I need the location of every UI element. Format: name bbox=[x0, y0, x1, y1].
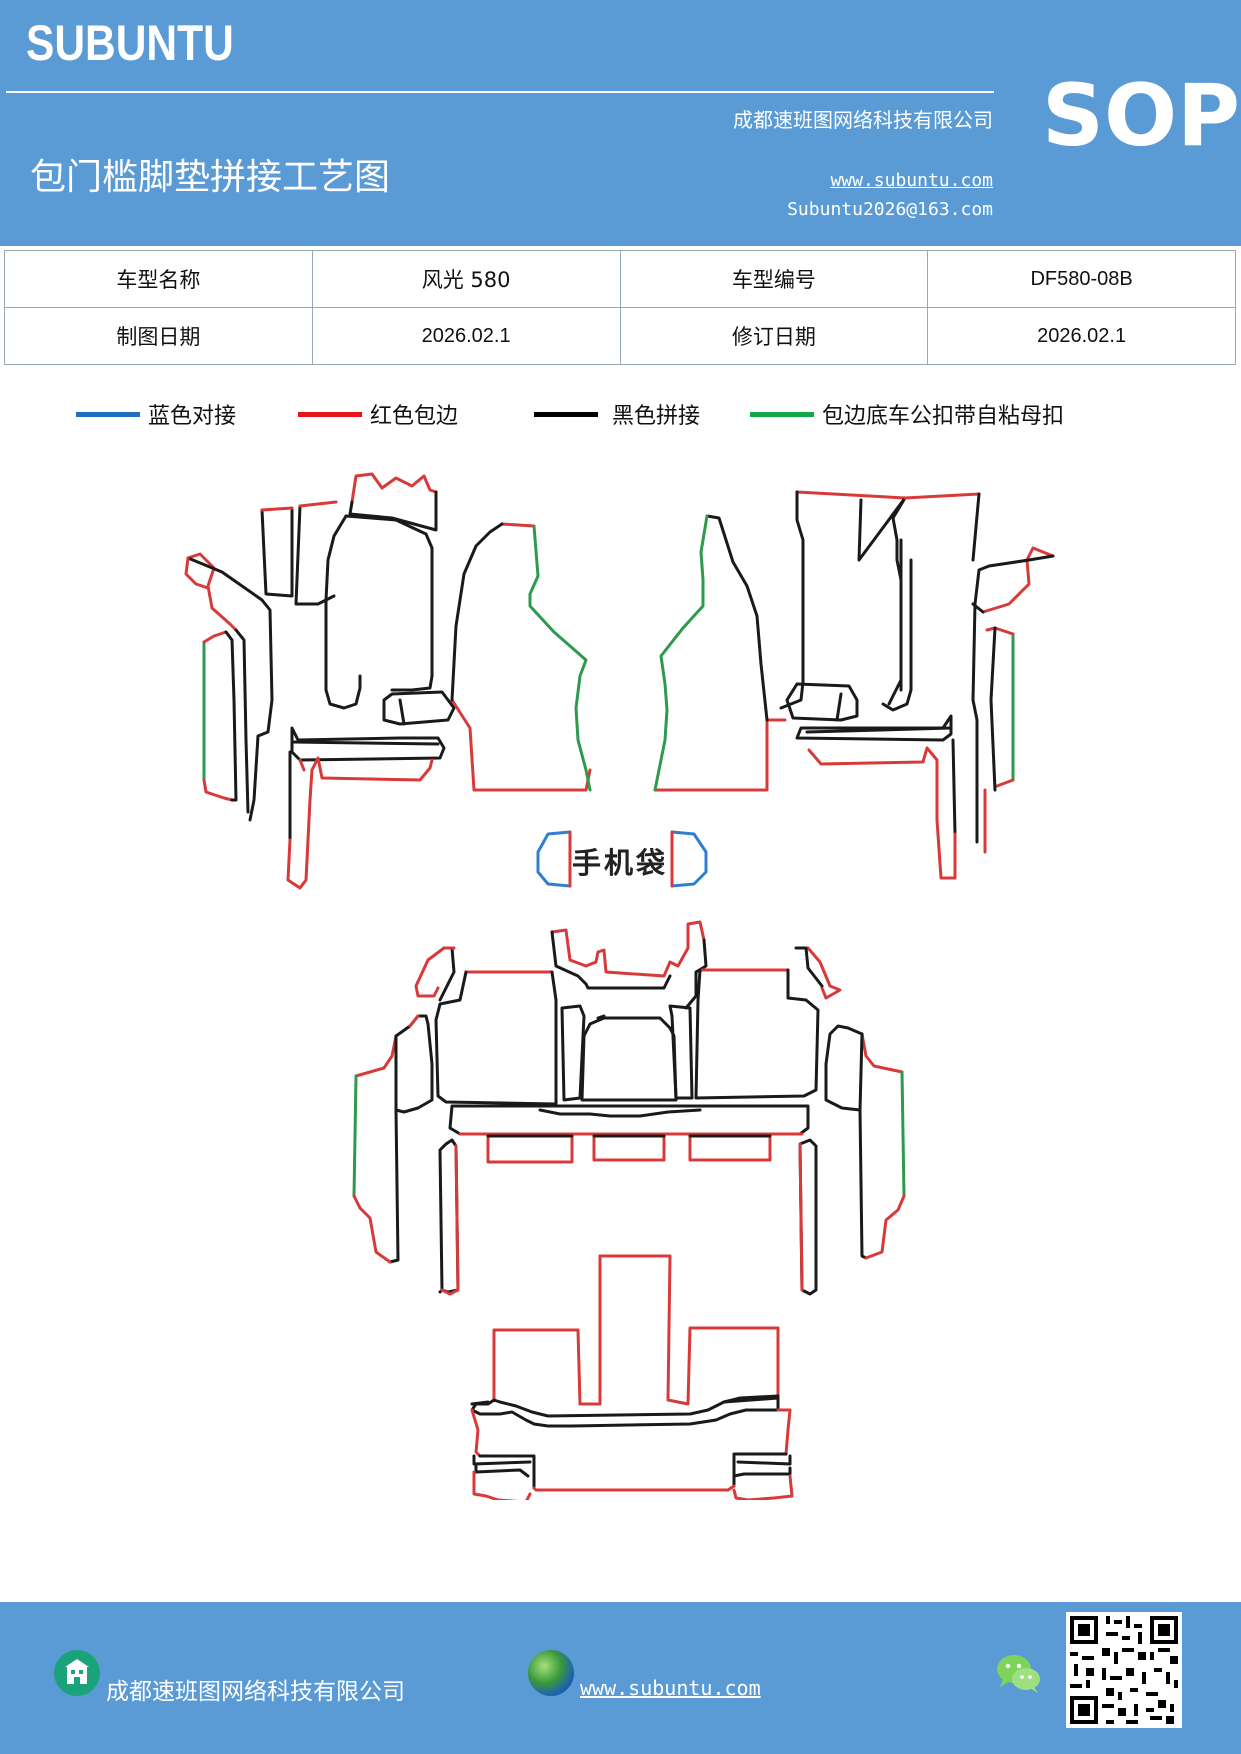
wechat-icon-glyph bbox=[997, 1655, 1040, 1693]
footer-banner: 成都速班图网络科技有限公司 www.subuntu.com bbox=[0, 1602, 1241, 1754]
table-row: 制图日期 2026.02.1 修订日期 2026.02.1 bbox=[4, 307, 1236, 365]
legend-item-blue: 蓝色对接 bbox=[76, 398, 236, 430]
mat-piece-second-row bbox=[352, 920, 906, 1296]
legend-swatch-black bbox=[534, 411, 598, 417]
header-company: 成都速班图网络科技有限公司 bbox=[733, 108, 993, 132]
mat-piece-left-driver bbox=[184, 472, 592, 890]
sop-badge: SOP bbox=[1042, 66, 1241, 166]
wechat-icon[interactable] bbox=[994, 1652, 1044, 1696]
model-name-label: 车型名称 bbox=[4, 250, 313, 308]
legend-swatch-red bbox=[298, 411, 362, 417]
legend-label: 红色包边 bbox=[370, 404, 459, 429]
table-row: 车型名称 风光 580 车型编号 DF580-08B bbox=[4, 250, 1236, 308]
footer-website-link[interactable]: www.subuntu.com bbox=[580, 1676, 761, 1700]
legend-label: 蓝色对接 bbox=[148, 404, 237, 429]
building-icon-glyph bbox=[65, 1659, 89, 1684]
draw-date-label: 制图日期 bbox=[4, 307, 313, 365]
footer-company: 成都速班图网络科技有限公司 bbox=[106, 1679, 405, 1705]
brand-logo: SUBUNTU bbox=[26, 15, 234, 71]
header-banner: SUBUNTU 成都速班图网络科技有限公司 包门槛脚垫拼接工艺图 www.sub… bbox=[0, 0, 1241, 246]
draw-date-value: 2026.02.1 bbox=[311, 307, 621, 365]
legend-label: 包边底车公扣带自粘母扣 bbox=[822, 404, 1065, 429]
revise-date-value: 2026.02.1 bbox=[927, 307, 1236, 365]
qr-code-pattern bbox=[1066, 1612, 1182, 1728]
vehicle-info-table: 车型名称 风光 580 车型编号 DF580-08B 制图日期 2026.02.… bbox=[4, 250, 1236, 365]
legend-item-red: 红色包边 bbox=[298, 398, 458, 430]
phone-pocket bbox=[536, 830, 708, 888]
phone-pocket-label: 手机袋 bbox=[572, 846, 669, 880]
model-code-value: DF580-08B bbox=[927, 250, 1236, 308]
page-title: 包门槛脚垫拼接工艺图 bbox=[30, 157, 391, 198]
qr-code[interactable] bbox=[1066, 1612, 1182, 1728]
mat-piece-right-passenger bbox=[653, 490, 1055, 880]
header-divider bbox=[6, 91, 994, 93]
building-icon bbox=[54, 1650, 100, 1696]
legend-item-black: 黑色拼接 bbox=[534, 398, 700, 430]
mat-piece-third-row bbox=[470, 1254, 794, 1500]
revise-date-label: 修订日期 bbox=[619, 307, 929, 365]
legend-item-green: 包边底车公扣带自粘母扣 bbox=[750, 398, 1064, 430]
legend-swatch-blue bbox=[76, 411, 140, 417]
floor-mat-diagram bbox=[184, 472, 1055, 1500]
globe-icon bbox=[528, 1650, 574, 1696]
legend-swatch-green bbox=[750, 411, 814, 417]
legend-label: 黑色拼接 bbox=[612, 404, 701, 429]
model-code-label: 车型编号 bbox=[619, 250, 929, 308]
color-legend: 蓝色对接 红色包边 黑色拼接 包边底车公扣带自粘母扣 bbox=[0, 398, 1241, 438]
model-name-value: 风光 580 bbox=[311, 250, 621, 308]
header-website-link[interactable]: www.subuntu.com bbox=[830, 170, 993, 191]
header-email[interactable]: Subuntu2026@163.com bbox=[787, 199, 993, 220]
